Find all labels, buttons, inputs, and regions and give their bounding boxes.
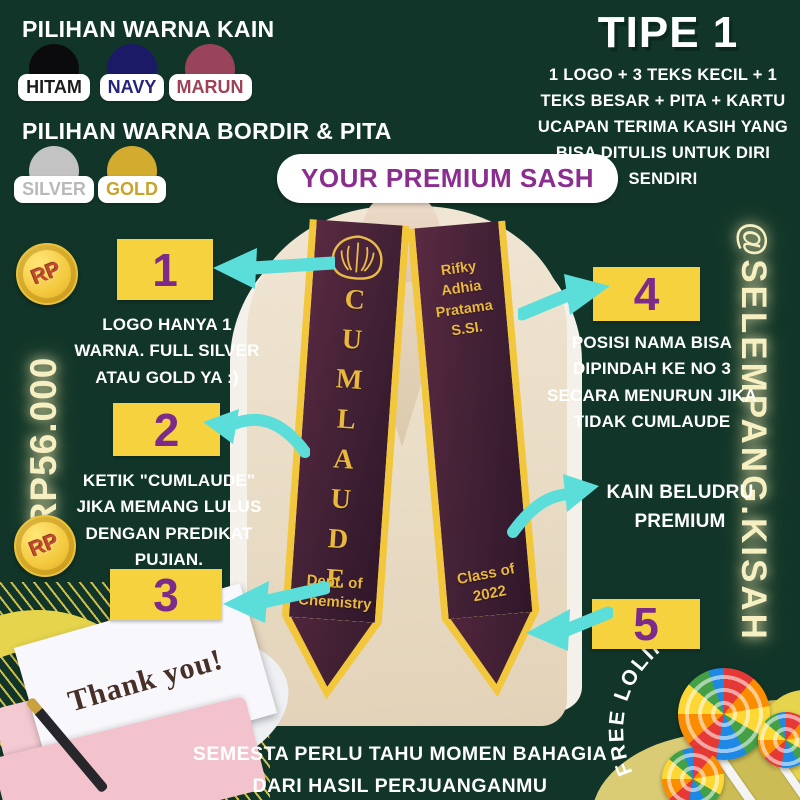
callout-3-number: 3 xyxy=(153,568,179,621)
lollipop-small-icon xyxy=(758,712,800,768)
color-swatch-label: HITAM xyxy=(18,74,90,101)
fabric-color-hitam: HITAM xyxy=(18,44,90,101)
fabric-note-text: KAIN BELUDRU PREMIUM xyxy=(606,482,754,533)
callout-2-number: 2 xyxy=(153,403,180,456)
color-swatch-label: SILVER xyxy=(14,176,94,203)
callout-2-box: 2 xyxy=(113,403,220,456)
arrow-5-icon xyxy=(526,606,613,651)
sash-class-text: Class of 2022 xyxy=(455,560,517,605)
color-swatch-label: NAVY xyxy=(99,74,165,101)
premium-sash-banner: YOUR PREMIUM SASH xyxy=(277,154,619,203)
price-label: RP56.000 xyxy=(23,356,64,530)
arrow-4-icon xyxy=(518,274,610,321)
callout-4-box: 4 xyxy=(593,267,700,321)
callout-1-box: 1 xyxy=(117,239,213,300)
tipe-title: TIPE 1 xyxy=(597,8,739,57)
arrow-3-icon xyxy=(223,581,330,623)
embroidery-color-silver: SILVER xyxy=(14,146,94,203)
callout-3-box: 3 xyxy=(110,569,222,620)
embroidery-colors-row: SILVER GOLD xyxy=(14,146,168,203)
callout-4-text: POSISI NAMA BISA DIPINDAH KE NO 3 SECARA… xyxy=(546,333,758,432)
fabric-note-arrow-icon xyxy=(507,474,599,538)
coin-label: RP xyxy=(28,257,65,290)
tipe-description: 1 LOGO + 3 TEKS KECIL + 1 TEKS BESAR + P… xyxy=(537,66,789,189)
fabric-color-navy: NAVY xyxy=(96,44,168,101)
sash-name-text: Rifky Adhia Pratama S.SI. xyxy=(434,258,494,340)
fabric-colors-row: HITAM NAVY MARUN xyxy=(18,44,252,101)
footer-tagline: SEMESTA PERLU TAHU MOMEN BAHAGIA DARI HA… xyxy=(180,738,620,800)
footer-tagline-line1: SEMESTA PERLU TAHU MOMEN BAHAGIA xyxy=(192,743,608,765)
callout-5-number: 5 xyxy=(633,598,659,650)
arrow-1-icon xyxy=(213,248,335,289)
lollipop-large-icon xyxy=(678,668,770,760)
callout-2-text: KETIK "CUMLAUDE" JIKA MEMANG LULUS DENGA… xyxy=(76,471,262,570)
callout-4-number: 4 xyxy=(633,268,660,320)
lollipop-small-icon xyxy=(662,748,724,800)
coin-icon: RP xyxy=(14,515,76,577)
footer-tagline-line2: DARI HASIL PERJUANGANMU xyxy=(252,775,548,798)
university-emblem-icon xyxy=(331,235,383,280)
arrow-2-icon xyxy=(203,409,310,458)
coin-label: RP xyxy=(26,529,63,562)
coin-icon: RP xyxy=(16,243,78,305)
embroidery-colors-title: PILIHAN WARNA BORDIR & PITA xyxy=(22,118,392,144)
callout-1-text: LOGO HANYA 1 WARNA. FULL SILVER ATAU GOL… xyxy=(74,315,260,387)
sash-left-strap: CUMLAUDE Dept. of Chemistry xyxy=(276,219,410,703)
fabric-color-marun: MARUN xyxy=(168,44,252,101)
embroidery-color-gold: GOLD xyxy=(96,146,168,203)
color-swatch-label: MARUN xyxy=(168,74,252,101)
sash-big-text: CUMLAUDE xyxy=(318,283,372,605)
fabric-colors-title: PILIHAN WARNA KAIN xyxy=(22,16,275,42)
color-swatch-label: GOLD xyxy=(98,176,166,203)
callout-1-number: 1 xyxy=(152,243,178,296)
